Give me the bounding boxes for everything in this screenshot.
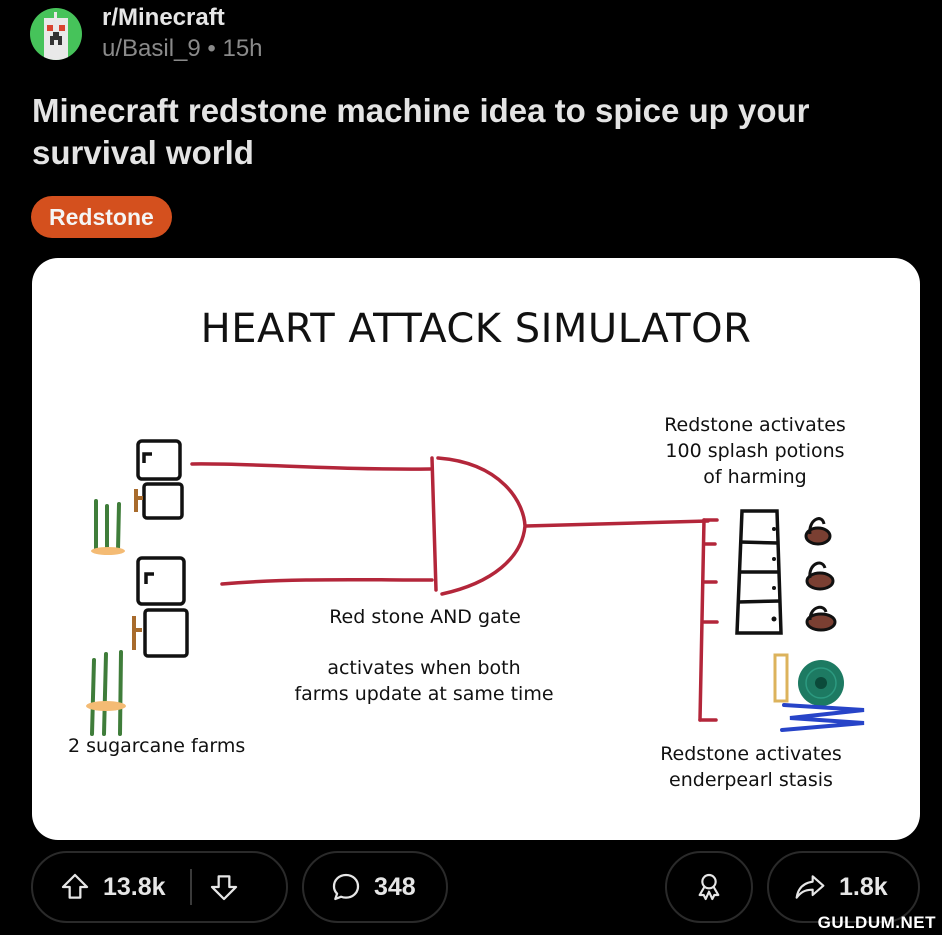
ender-pearl-icon [798, 660, 844, 706]
sand-icons [86, 547, 126, 711]
subreddit-link[interactable]: r/Minecraft [102, 4, 225, 31]
downvote-arrow-icon[interactable] [208, 871, 240, 903]
redstone-diagram [86, 439, 865, 736]
potions-label: Redstone activates 100 splash potions of… [664, 414, 846, 488]
flair-badge[interactable]: Redstone [31, 196, 172, 238]
creeper-avatar-icon[interactable] [30, 8, 82, 60]
share-count: 1.8k [839, 872, 888, 901]
stasis-label: Redstone activates enderpearl stasis [660, 743, 842, 791]
vote-score: 13.8k [103, 872, 166, 901]
post-title[interactable]: Minecraft redstone machine idea to spice… [32, 92, 810, 171]
upvote-arrow-icon[interactable] [59, 871, 91, 903]
award-ribbon-icon [693, 871, 725, 903]
share-button[interactable]: 1.8k [767, 851, 920, 923]
observer-blocks [136, 439, 189, 658]
award-button[interactable] [665, 851, 753, 923]
diagram-heading: HEART ATTACK SIMULATOR [200, 306, 752, 352]
author-link[interactable]: u/Basil_9 [102, 35, 201, 62]
lever-icons [132, 489, 143, 650]
comment-count: 348 [374, 872, 416, 901]
share-arrow-icon [793, 871, 827, 903]
vote-divider [189, 869, 192, 905]
water-icon [780, 703, 865, 732]
dispenser-stack [735, 509, 783, 635]
post-byline: u/Basil_9 • 15h [102, 32, 263, 66]
activation-label: activates when both farms update at same… [294, 657, 554, 705]
vote-bar: 13.8k [31, 851, 288, 923]
farms-label: 2 sugarcane farms [68, 735, 246, 757]
comments-button[interactable]: 348 [302, 851, 448, 923]
and-gate-label: Red stone AND gate [329, 606, 521, 628]
redstone-wire [190, 456, 719, 722]
post-image[interactable]: HEART ATTACK SIMULATOR Redstone activate… [32, 258, 920, 840]
post-header: r/Minecraft u/Basil_9 • 15h [30, 4, 263, 66]
splash-potion-icons [804, 517, 837, 632]
byline-separator: • [207, 35, 216, 62]
post-age: 15h [222, 35, 263, 62]
trapdoor-icon [773, 653, 789, 703]
sugarcane-icons [90, 499, 123, 736]
watermark: GULDUM.NET [817, 913, 936, 932]
comment-bubble-icon [330, 871, 362, 903]
